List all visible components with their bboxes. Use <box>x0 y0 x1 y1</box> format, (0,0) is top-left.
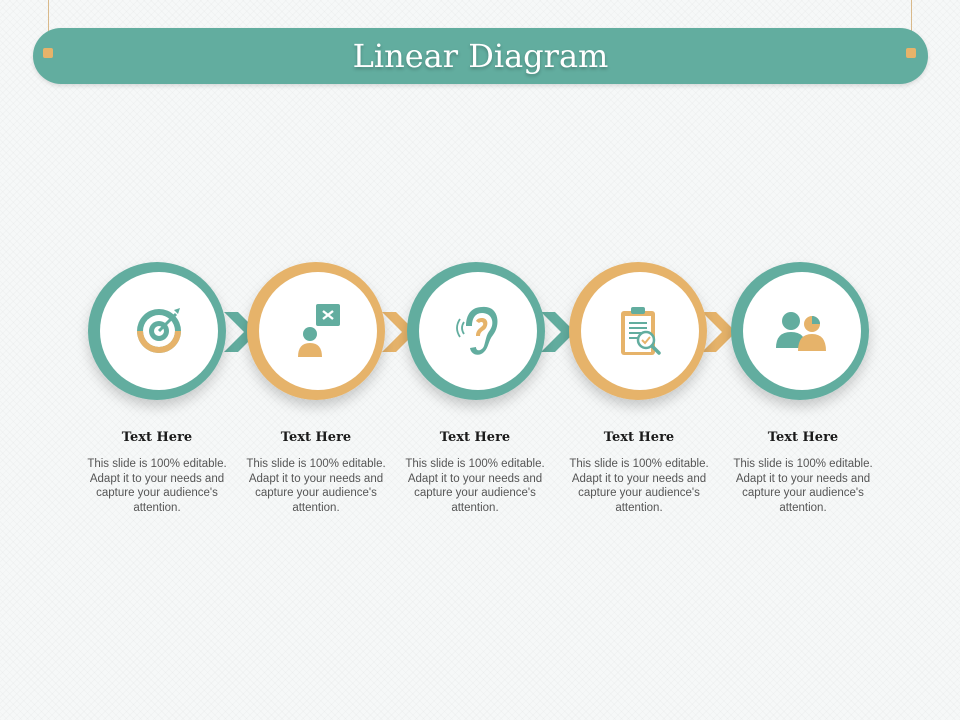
hanger-line-right <box>911 0 912 50</box>
step-4-description: This slide is 100% editable. Adapt it to… <box>569 458 709 514</box>
step-4-title: Text Here <box>603 430 675 445</box>
users-chart-icon <box>776 312 826 351</box>
title-bar: Linear Diagram <box>33 28 928 84</box>
clipboard-search-icon <box>621 307 661 355</box>
target-icon <box>137 308 181 353</box>
step-5-title: Text Here <box>767 430 839 445</box>
title-bar-tab-right <box>906 48 916 58</box>
person-decision-icon <box>298 304 340 357</box>
page-title: Linear Diagram <box>352 37 609 75</box>
step-2-title: Text Here <box>280 430 352 445</box>
step-2-description: This slide is 100% editable. Adapt it to… <box>246 458 386 514</box>
step-3-description: This slide is 100% editable. Adapt it to… <box>405 458 545 514</box>
title-bar-tab-left <box>43 48 53 58</box>
connector-arrow-4 <box>702 312 736 352</box>
connector-arrow-3 <box>541 312 575 352</box>
step-1-description: This slide is 100% editable. Adapt it to… <box>87 458 227 514</box>
hanger-line-left <box>48 0 49 50</box>
ear-icon <box>456 306 498 355</box>
step-5-circle <box>731 262 869 400</box>
step-3-circle <box>407 262 545 400</box>
step-3-title: Text Here <box>439 430 511 445</box>
step-5-description: This slide is 100% editable. Adapt it to… <box>733 458 873 514</box>
step-1-title: Text Here <box>121 430 193 445</box>
